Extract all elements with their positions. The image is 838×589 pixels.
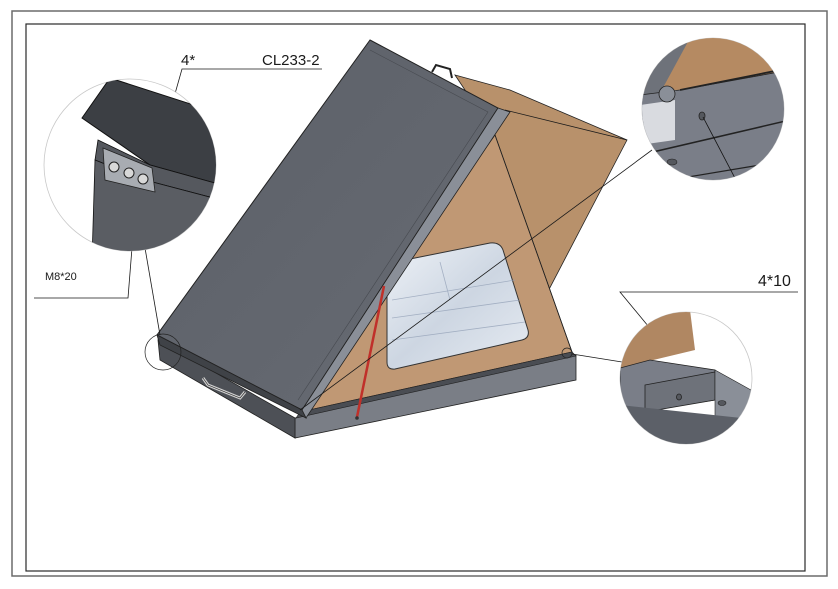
leader-rail-upper: [504, 109, 628, 141]
fabric-ridge: [494, 134, 573, 353]
base-tray-side: [157, 339, 296, 439]
hinge-part-label: CL233-2: [262, 52, 320, 69]
leader-rail-callout: [299, 149, 653, 411]
drawing-frame: [11, 10, 828, 577]
hinge-locator-circle: [144, 333, 182, 371]
side-handle-outline: [202, 377, 246, 399]
lid-inner-line: [297, 49, 489, 401]
callout-corner-detail: [619, 311, 753, 445]
gas-strut-mount: [355, 416, 359, 420]
outer-border: [11, 10, 828, 577]
leader-corner-callout: [571, 353, 623, 363]
hinge-quantity-label: 4*: [181, 52, 196, 69]
base-tray-rail: [295, 351, 577, 419]
tent-lid-front-edge: [156, 334, 307, 419]
bolt-hole: [137, 173, 149, 185]
tent-assembly: [144, 39, 628, 439]
callout-hinge-detail: [43, 78, 217, 252]
inner-border: [25, 23, 806, 572]
lid-handle: [431, 63, 453, 79]
gas-strut: [355, 285, 386, 418]
callout-rail-detail: [641, 37, 785, 181]
bolt-hole: [123, 167, 135, 179]
bolt-hole: [108, 161, 120, 173]
corner-locator-circle: [561, 347, 573, 359]
leader-hinge-locator: [144, 247, 161, 336]
screw-spec-label: 4*10: [758, 273, 791, 290]
screw-hole: [676, 393, 682, 401]
window-reflections: [391, 261, 526, 341]
bolt-spec-label: M8*20: [45, 271, 77, 283]
